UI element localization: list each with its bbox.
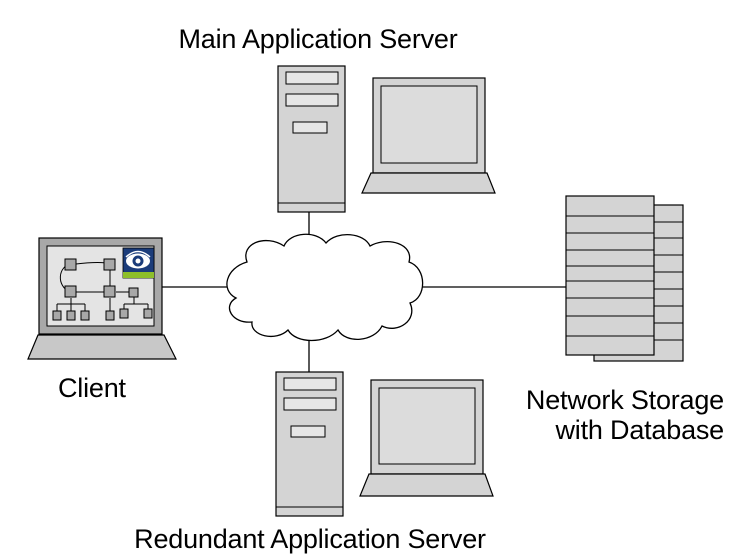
app-eye-icon [122,247,155,279]
storage-label: Network Storage with Database [526,385,724,445]
redundant-server-tower [275,371,344,517]
client-laptop [27,237,177,360]
storage-array [565,195,684,362]
storage-label-line2: with Database [555,415,725,445]
client-screen-flowchart [52,258,153,321]
network-cloud [226,233,424,342]
main-server-tower [277,65,346,213]
storage-label-line1: Network Storage [525,385,724,415]
client-label: Client [58,373,126,403]
redundant-server-label: Redundant Application Server [134,524,486,554]
connection-lines [162,212,566,372]
main-server-monitor [361,77,496,194]
redundant-server-monitor [359,379,494,497]
main-server-label: Main Application Server [178,24,458,54]
